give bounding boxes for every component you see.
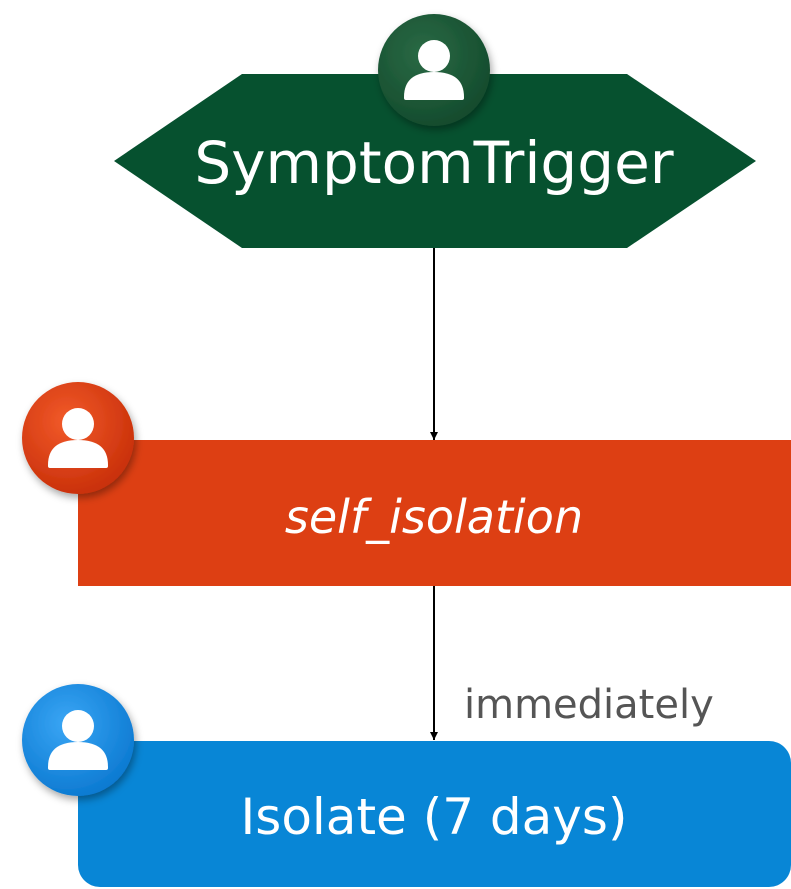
isolate-label: Isolate (7 days) bbox=[241, 788, 628, 846]
edge-label-immediately: immediately bbox=[464, 682, 714, 728]
node-isolate: Isolate (7 days) bbox=[78, 741, 791, 887]
user-icon bbox=[22, 684, 134, 796]
edge-self-isolation-to-isolate: immediately bbox=[430, 586, 714, 740]
trigger-label: SymptomTrigger bbox=[194, 129, 673, 197]
user-icon bbox=[378, 14, 490, 126]
trigger-hexagon-shape bbox=[114, 74, 756, 248]
node-symptom-trigger: SymptomTrigger bbox=[114, 74, 756, 248]
isolate-rounded-rect bbox=[78, 741, 791, 887]
user-icon bbox=[22, 382, 134, 494]
self-isolation-rect bbox=[78, 440, 791, 586]
node-self-isolation: self_isolation bbox=[78, 440, 791, 586]
self-isolation-label: self_isolation bbox=[285, 490, 583, 544]
